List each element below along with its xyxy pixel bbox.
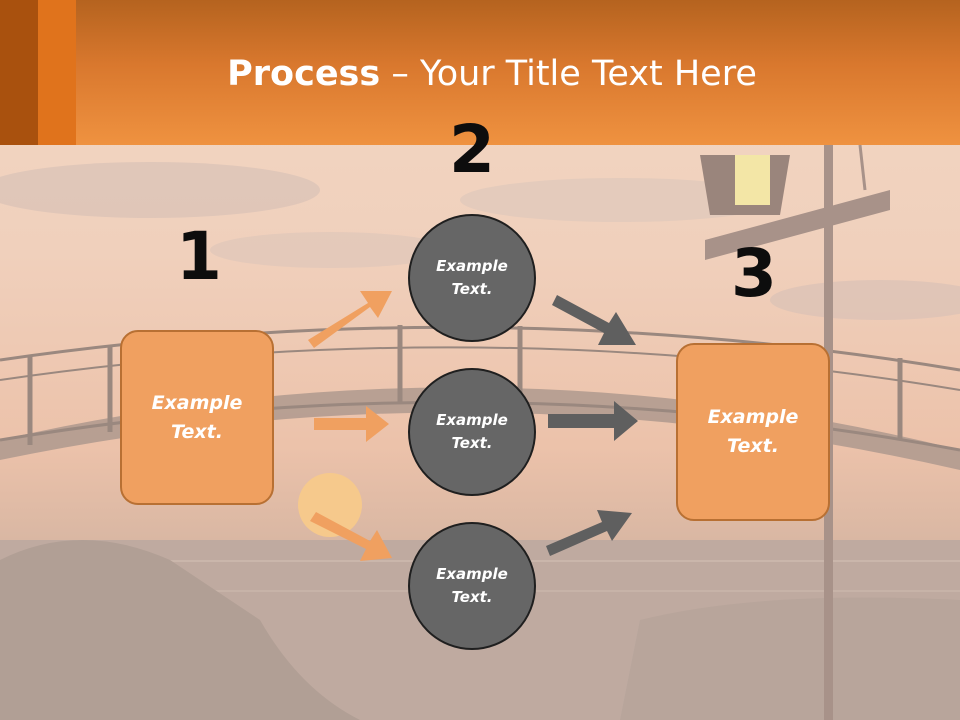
arrow-gray-right (548, 401, 638, 441)
arrow-gray-up (546, 510, 632, 556)
header-accent-stripe (0, 0, 38, 145)
arrow-orange-up (308, 291, 392, 348)
circle-text: Example Text. (436, 257, 508, 298)
arrow-orange-right (314, 406, 389, 442)
step-2-circle-top: Example Text. (408, 214, 536, 342)
title-rest: – Your Title Text Here (380, 54, 757, 94)
step-2-circle-bottom: Example Text. (408, 522, 536, 650)
arrow-orange-down (310, 512, 392, 561)
step-1-text: Example Text. (151, 391, 243, 443)
step-number-2: 2 (449, 111, 495, 188)
arrow-gray-down (552, 295, 636, 345)
title-bold: Process (227, 54, 381, 94)
circle-text: Example Text. (436, 565, 508, 606)
circle-text: Example Text. (436, 411, 508, 452)
step-number-3: 3 (731, 235, 777, 312)
step-3-box: Example Text. (676, 343, 830, 521)
slide-title: Process – Your Title Text Here (0, 52, 960, 96)
step-2-circle-middle: Example Text. (408, 368, 536, 496)
header-accent-stripe (38, 0, 76, 145)
step-3-text: Example Text. (707, 406, 799, 457)
step-1-box: Example Text. (120, 330, 274, 505)
step-number-1: 1 (176, 218, 222, 295)
title-bar (0, 0, 960, 145)
